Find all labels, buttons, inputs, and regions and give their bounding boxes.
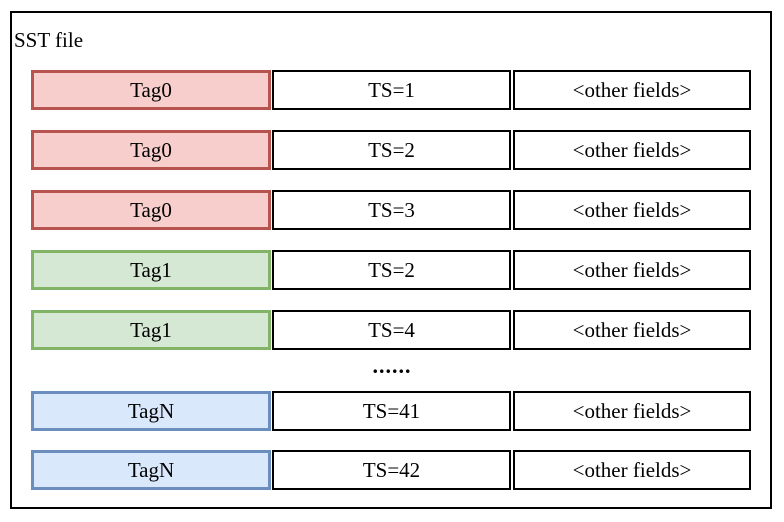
sst-entry-row: Tag0 TS=1 <other fields> (31, 70, 751, 110)
sst-entry-row: Tag0 TS=3 <other fields> (31, 190, 751, 230)
timestamp-cell: TS=3 (272, 190, 511, 230)
timestamp-cell: TS=1 (272, 70, 511, 110)
other-fields-cell: <other fields> (513, 250, 751, 290)
timestamp-cell: TS=2 (272, 250, 511, 290)
timestamp-cell: TS=42 (272, 450, 511, 490)
tag-cell: TagN (31, 450, 271, 490)
other-fields-cell: <other fields> (513, 391, 751, 431)
sst-entry-row: Tag0 TS=2 <other fields> (31, 130, 751, 170)
tag-cell: Tag0 (31, 70, 271, 110)
tag-cell: Tag1 (31, 250, 271, 290)
ellipsis: ...... (372, 353, 412, 378)
sst-entry-row: TagN TS=42 <other fields> (31, 450, 751, 490)
sst-file-title: SST file (14, 28, 84, 52)
other-fields-cell: <other fields> (513, 130, 751, 170)
sst-entry-row: Tag1 TS=2 <other fields> (31, 250, 751, 290)
tag-cell: Tag0 (31, 130, 271, 170)
sst-entry-row: Tag1 TS=4 <other fields> (31, 310, 751, 350)
other-fields-cell: <other fields> (513, 70, 751, 110)
timestamp-cell: TS=41 (272, 391, 511, 431)
tag-cell: Tag0 (31, 190, 271, 230)
other-fields-cell: <other fields> (513, 310, 751, 350)
sst-file-container: SST file Tag0 TS=1 <other fields> Tag0 T… (10, 11, 772, 509)
tag-cell: TagN (31, 391, 271, 431)
sst-entry-row: TagN TS=41 <other fields> (31, 391, 751, 431)
timestamp-cell: TS=4 (272, 310, 511, 350)
tag-cell: Tag1 (31, 310, 271, 350)
timestamp-cell: TS=2 (272, 130, 511, 170)
other-fields-cell: <other fields> (513, 190, 751, 230)
other-fields-cell: <other fields> (513, 450, 751, 490)
